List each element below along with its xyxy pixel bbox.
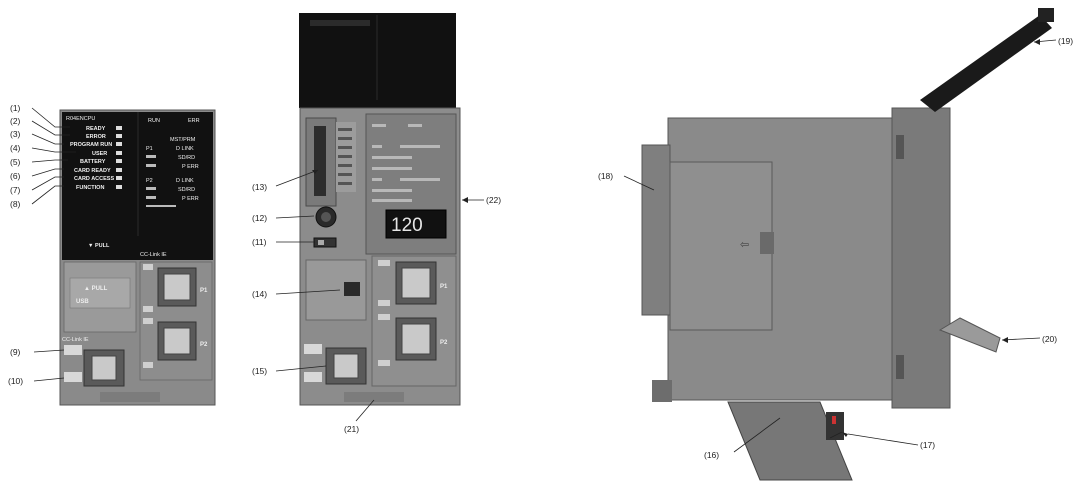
callout-18: (18): [598, 171, 613, 181]
callout-10: (10): [8, 376, 23, 386]
status-p1-sdrd: SD/RD: [178, 155, 195, 161]
callout-20: (20): [1042, 334, 1057, 344]
cclink-label-bottom: CC-Link IE: [62, 337, 89, 343]
status-p1: P1: [146, 146, 153, 152]
callout-11: (11): [252, 237, 267, 247]
status-mode: MST/PRM: [170, 137, 196, 143]
led-function: FUNCTION: [76, 185, 104, 191]
usb-pull-label: ▲ PULL: [84, 286, 108, 292]
module-front-closed: R04ENCPU READY ERROR PROGRAM RUN USER BA…: [59, 109, 216, 406]
cclink-label-top: CC-Link IE: [140, 252, 167, 258]
led-ready: READY: [86, 126, 106, 132]
callout-3: (3): [10, 129, 21, 139]
status-p2-dlink: D LINK: [176, 178, 194, 184]
led-program-run: PROGRAM RUN: [70, 142, 112, 148]
status-p1-dlink: D LINK: [176, 146, 194, 152]
status-p2: P2: [146, 178, 153, 184]
module-side-view: ⇦: [641, 8, 1054, 481]
arrow-left-icon: ⇦: [740, 239, 749, 251]
callout-5: (5): [10, 157, 21, 167]
callout-16: (16): [704, 450, 719, 460]
callout-22: (22): [486, 195, 501, 205]
status-err: ERR: [188, 118, 200, 124]
callout-15: (15): [252, 366, 267, 376]
callout-21: (21): [344, 424, 359, 434]
callout-17: (17): [920, 440, 935, 450]
callout-9: (9): [10, 347, 21, 357]
led-card-access: CARD ACCESS: [74, 176, 114, 182]
usb-label: USB: [76, 299, 89, 305]
callout-19: (19): [1058, 36, 1073, 46]
callout-arrowheads: [312, 39, 1040, 437]
callout-13: (13): [252, 182, 267, 192]
callout-7: (7): [10, 185, 21, 195]
callout-6: (6): [10, 171, 21, 181]
led-user: USER: [92, 151, 107, 157]
callout-12: (12): [252, 213, 267, 223]
callout-14: (14): [252, 289, 267, 299]
callout-2: (2): [10, 116, 21, 126]
status-run: RUN: [148, 118, 160, 124]
module-front-open: 120 P1 P2: [299, 13, 461, 406]
callout-leaders: [31, 39, 1057, 453]
center-port-p1: P1: [440, 284, 448, 290]
callout-1: (1): [10, 103, 21, 113]
port-p1-label: P1: [200, 288, 208, 294]
led-card-ready: CARD READY: [74, 168, 111, 174]
pull-label-top: ▼ PULL: [88, 243, 110, 249]
model-label: R04ENCPU: [66, 116, 95, 122]
center-port-p2: P2: [440, 340, 448, 346]
status-p2-perr: P ERR: [182, 196, 199, 202]
seven-seg-display: 120: [391, 215, 423, 236]
led-error: ERROR: [86, 134, 106, 140]
port-p2-label: P2: [200, 342, 208, 348]
led-battery: BATTERY: [80, 159, 106, 165]
callout-4: (4): [10, 143, 21, 153]
status-p2-sdrd: SD/RD: [178, 187, 195, 193]
status-p1-perr: P ERR: [182, 164, 199, 170]
callout-8: (8): [10, 199, 21, 209]
